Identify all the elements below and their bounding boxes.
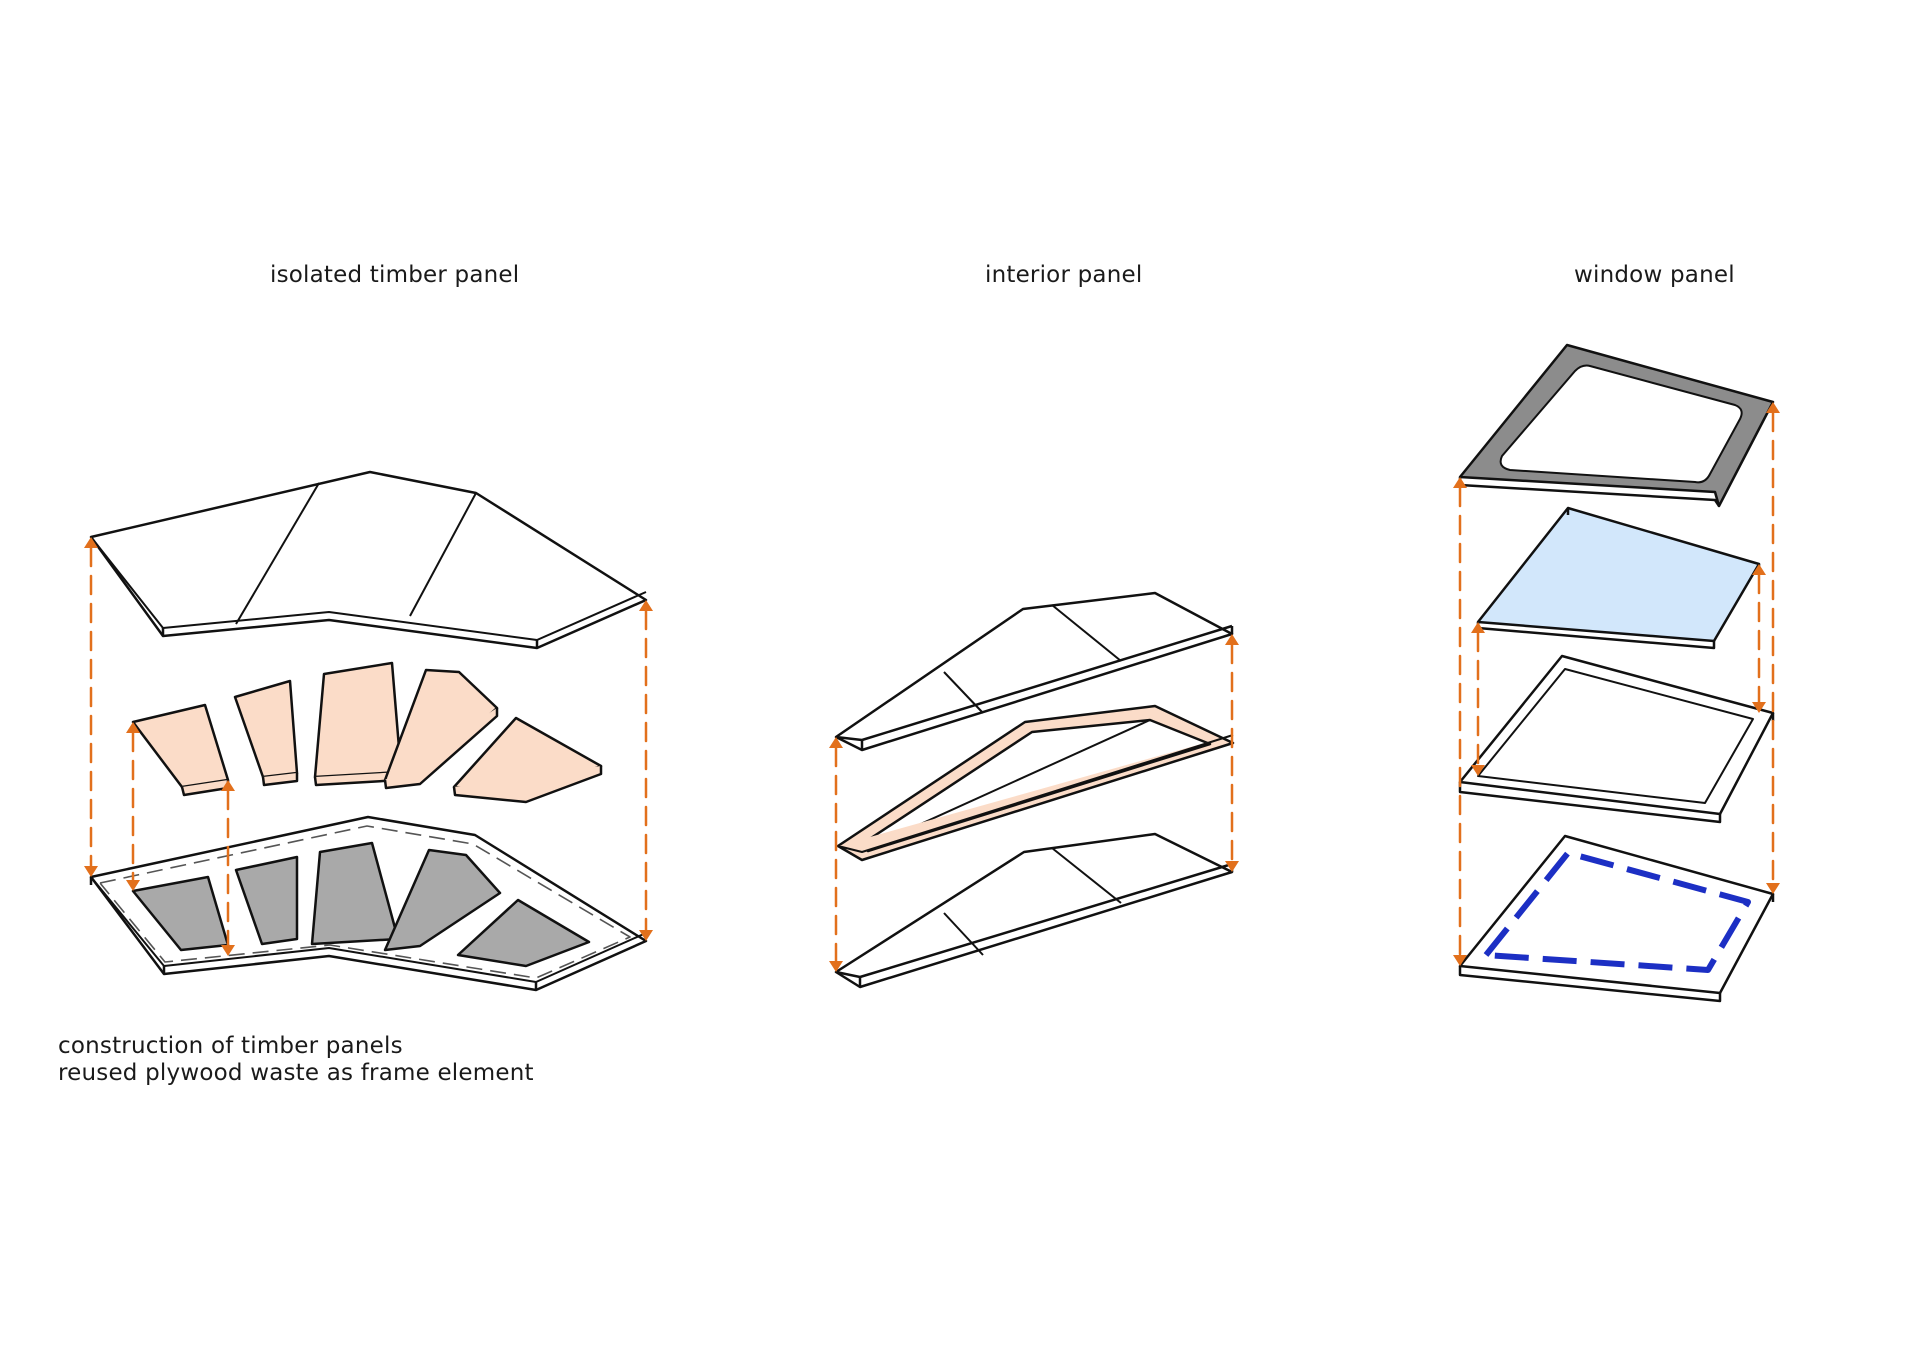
arrow-left-outer bbox=[84, 537, 98, 877]
interior-bottom-board bbox=[834, 832, 1234, 989]
arrow-right-left-outer bbox=[1453, 477, 1467, 966]
window-panel-group bbox=[1458, 343, 1775, 1003]
interior-panel-group bbox=[834, 591, 1235, 989]
arrow-right-left-inner bbox=[1471, 622, 1485, 776]
interior-top-board bbox=[834, 591, 1234, 752]
interior-plywood-frame bbox=[836, 704, 1235, 862]
arrow-right-right-inner bbox=[1752, 564, 1766, 713]
plywood-infill-pieces bbox=[131, 661, 603, 804]
timber-top-board bbox=[89, 470, 648, 650]
caption-line-2: reused plywood waste as frame element bbox=[58, 1060, 534, 1086]
arrow-center-right bbox=[1225, 634, 1239, 872]
window-timber-frame bbox=[1458, 654, 1775, 824]
isolated-timber-panel-group bbox=[89, 470, 648, 992]
arrow-right-right-outer bbox=[1766, 402, 1780, 894]
window-base-seal bbox=[1458, 834, 1775, 1003]
arrow-left-right bbox=[639, 600, 653, 941]
caption-line-1: construction of timber panels bbox=[58, 1033, 403, 1059]
timber-frame-with-insulation bbox=[89, 815, 648, 992]
title-window-panel: window panel bbox=[1574, 262, 1735, 288]
window-glass-pane bbox=[1476, 506, 1761, 650]
arrow-center-left bbox=[829, 737, 843, 972]
title-isolated-timber-panel: isolated timber panel bbox=[270, 262, 520, 288]
arrow-left-center bbox=[221, 780, 235, 956]
title-interior-panel: interior panel bbox=[985, 262, 1143, 288]
assembly-arrows bbox=[84, 402, 1780, 972]
arrow-left-infill bbox=[126, 722, 140, 891]
window-outer-frame bbox=[1458, 343, 1775, 508]
